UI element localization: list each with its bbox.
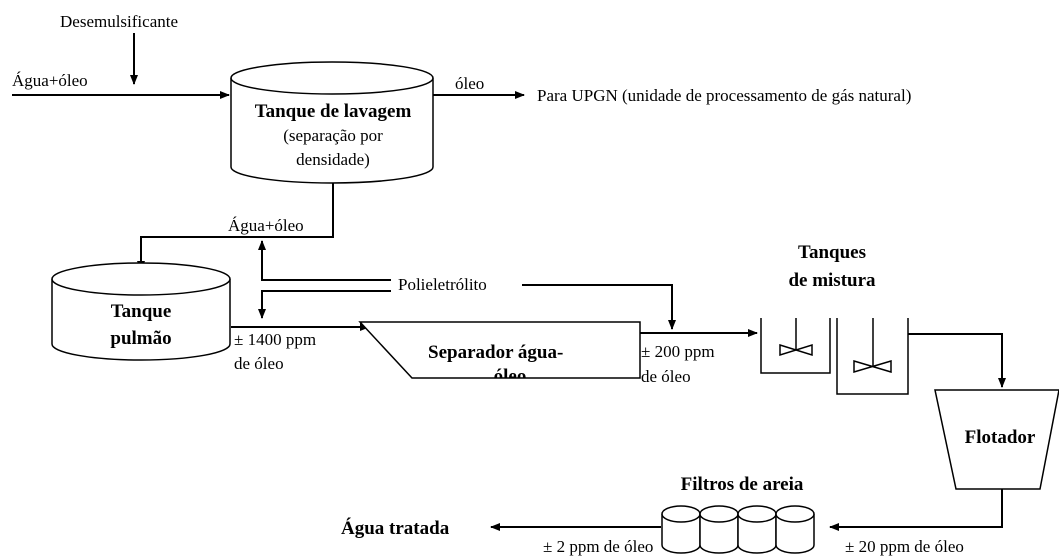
wash-tank-title: Tanque de lavagem [255, 101, 412, 122]
polyelectrolyte-label: Polieletrólito [398, 275, 487, 294]
poly-to-feed-line [258, 290, 391, 319]
mixing-tank-2 [836, 318, 909, 395]
water-oil-separator [358, 321, 641, 379]
separator-title-1: Separador água- [428, 342, 563, 363]
inflow-label: Água+óleo [12, 71, 88, 90]
ppm200-label-2: de óleo [641, 367, 691, 386]
wash-to-buffer-line [137, 182, 334, 271]
wash-tank-desc-2: densidade) [296, 150, 370, 169]
sand-filter-2 [699, 505, 739, 554]
sand-filters [661, 505, 815, 554]
ppm2-label: ± 2 ppm de óleo [543, 537, 653, 556]
flow-lines [12, 33, 1006, 531]
flotator-title: Flotador [965, 427, 1036, 448]
ppm200-label-1: ± 200 ppm [641, 342, 715, 361]
oil-label: óleo [455, 74, 484, 93]
sand-filter-4 [775, 505, 815, 554]
wash-tank-desc-1: (separação por [283, 126, 383, 145]
mixing-to-flotator-line [908, 333, 1006, 388]
desemulsificante-label: Desemulsificante [60, 12, 178, 31]
buffer-tank [51, 262, 231, 361]
poly-to-outlet-line [522, 284, 676, 330]
mixing-tanks-title-1: Tanques [798, 242, 866, 263]
upgn-label: Para UPGN (unidade de processamento de g… [537, 86, 911, 105]
poly-to-wash-line [258, 240, 391, 281]
buffer-tank-title-1: Tanque [111, 301, 172, 322]
ppm20-label: ± 20 ppm de óleo [845, 537, 964, 556]
ppm1400-label-1: ± 1400 ppm [234, 330, 316, 349]
sand-filters-title: Filtros de areia [681, 474, 804, 495]
treated-water-label: Água tratada [341, 517, 450, 539]
ppm1400-label-2: de óleo [234, 354, 284, 373]
wash-outflow-label: Água+óleo [228, 216, 304, 235]
buffer-tank-title-2: pulmão [110, 328, 171, 349]
wash-tank [230, 61, 434, 184]
separator-title-2: óleo [494, 366, 527, 387]
sand-filter-1 [661, 505, 701, 554]
mixing-tank-1 [760, 318, 831, 374]
mixing-tanks-title-2: de mistura [788, 270, 876, 291]
flotator-to-filters-line [829, 489, 1003, 531]
flotator [934, 389, 1059, 490]
sand-filter-3 [737, 505, 777, 554]
